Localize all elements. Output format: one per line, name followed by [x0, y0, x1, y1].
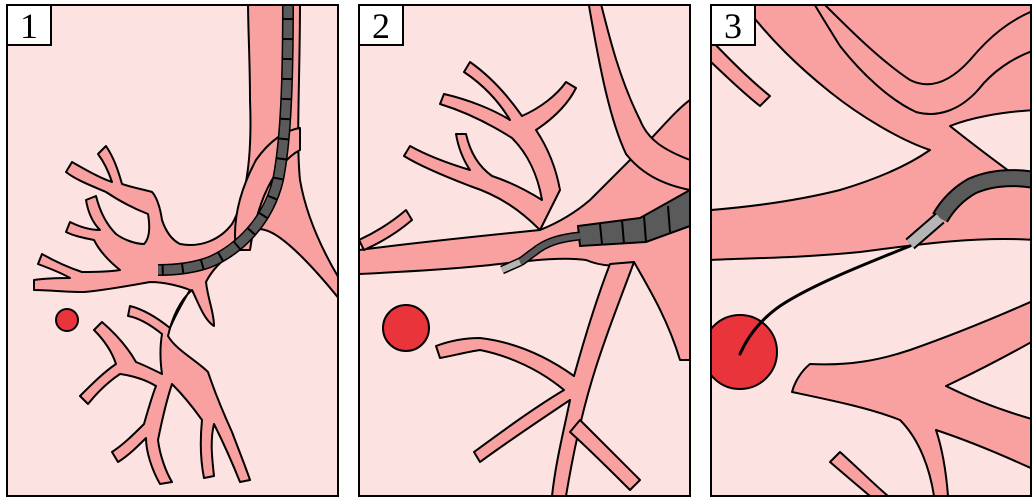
panel-1-number: 1	[20, 6, 38, 46]
lesion-icon	[56, 309, 78, 331]
panel-3: 3	[703, 0, 1035, 496]
panel-1: 1	[7, 0, 340, 496]
panel-2: 2	[359, 0, 690, 496]
lesion-icon	[383, 305, 429, 351]
panel-3-number: 3	[724, 6, 742, 46]
panel-2-number: 2	[372, 6, 390, 46]
